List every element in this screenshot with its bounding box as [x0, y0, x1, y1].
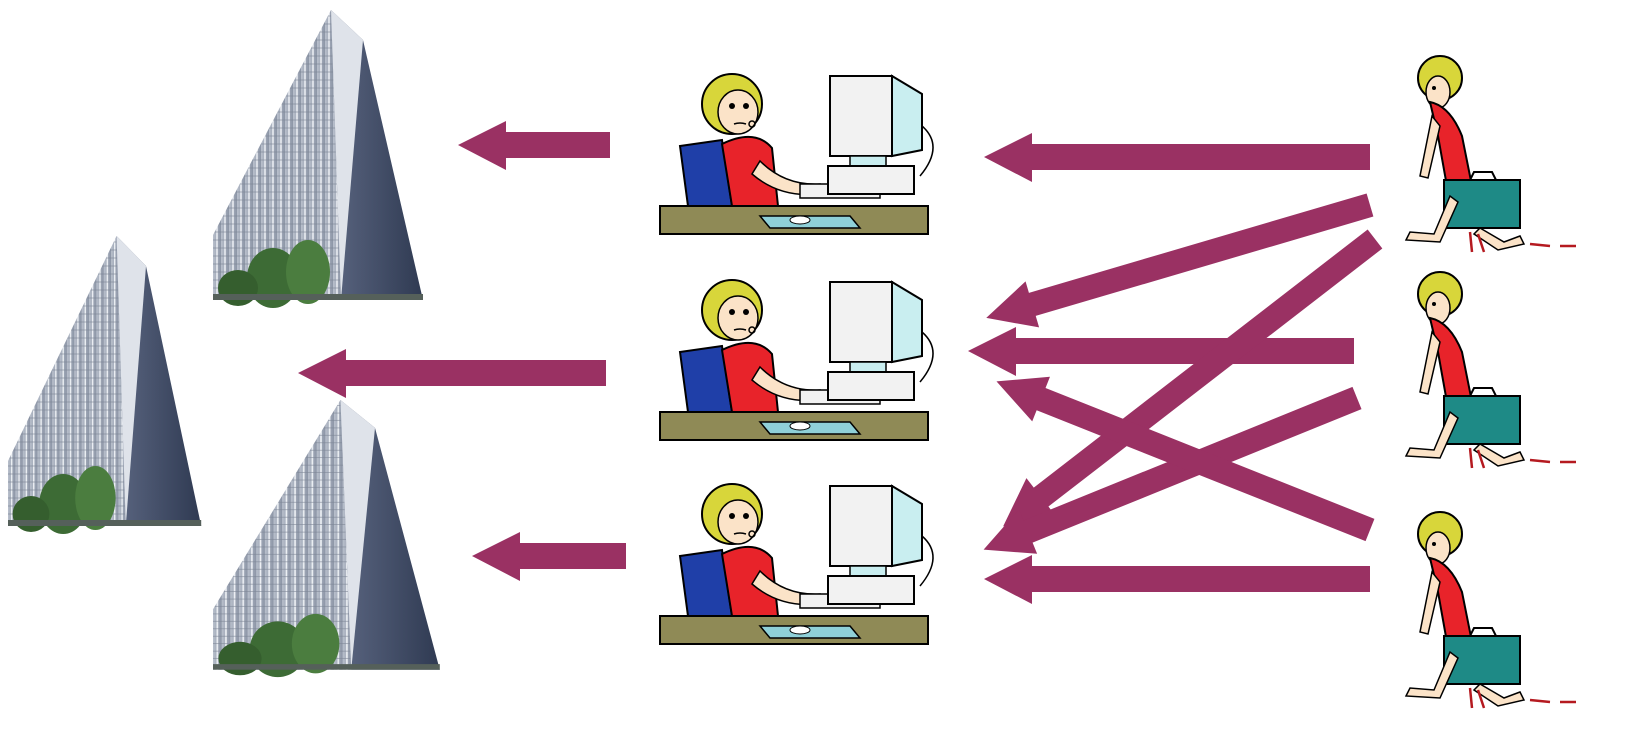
arrows-to-buildings — [298, 121, 626, 581]
computer-worker-icon — [659, 483, 935, 645]
arrow-left-icon — [458, 121, 610, 170]
arrow-left-icon — [996, 376, 1375, 542]
computer-worker-icon — [659, 279, 935, 441]
office-building-icon — [213, 400, 440, 678]
arrow-left-icon — [986, 193, 1374, 328]
computer-worker-icon — [659, 73, 935, 235]
arrow-left-icon — [983, 386, 1362, 554]
arrow-left-icon — [984, 133, 1370, 182]
arrow-left-icon — [298, 349, 606, 398]
arrow-left-icon — [472, 532, 626, 581]
walking-person-icon — [1404, 510, 1578, 710]
office-building-icon — [8, 236, 202, 534]
arrow-left-icon — [968, 327, 1354, 376]
arrows-to-workers — [968, 133, 1383, 604]
walking-person-icon — [1404, 270, 1578, 470]
walking-person-icon — [1404, 54, 1578, 254]
arrow-left-icon — [984, 555, 1370, 604]
arrow-left-icon — [1003, 229, 1383, 527]
office-building-icon — [213, 10, 423, 308]
